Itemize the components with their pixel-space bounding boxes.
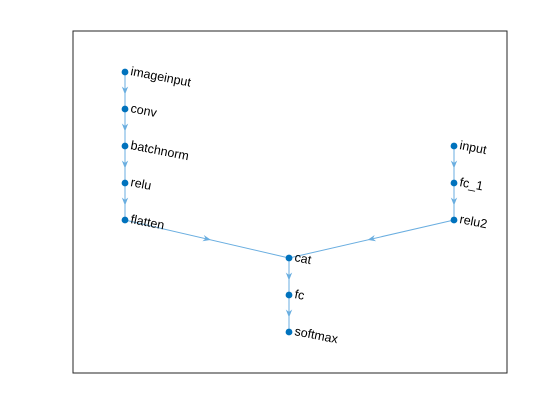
node-imageinput [121,68,129,76]
edge-arrow-conv-to-batchnorm [121,123,129,132]
node-input [450,142,458,150]
edge-arrow-batchnorm-to-relu [121,160,129,169]
node-label-fc: fc [293,287,305,303]
node-fc [285,291,293,299]
edge-arrow-cat-to-fc [285,272,293,281]
node-label-fc_1: fc_1 [458,175,484,193]
node-label-relu2: relu2 [458,212,488,231]
edge-arrow-fc-to-softmax [285,309,293,318]
edge-arrow-relu2-to-cat [367,234,377,242]
node-softmax [285,328,293,336]
axes-frame [72,30,508,374]
node-label-relu: relu [129,175,152,193]
edge-arrow-imageinput-to-conv [121,86,129,95]
node-flatten [121,216,129,224]
edges-layer [121,72,458,332]
node-relu2 [450,216,458,224]
edge-arrow-fc_1-to-relu2 [450,197,458,206]
nodes-layer [121,68,458,336]
edge-arrow-input-to-fc_1 [450,160,458,169]
node-conv [121,105,129,113]
edge-arrow-flatten-to-cat [202,234,211,242]
node-label-cat: cat [293,250,313,267]
edge-arrow-relu-to-flatten [121,197,129,206]
node-label-conv: conv [129,101,158,120]
node-fc_1 [450,179,458,187]
node-relu [121,179,129,187]
node-batchnorm [121,142,129,150]
node-cat [285,254,293,262]
node-label-input: input [458,138,488,157]
node-label-flatten: flatten [129,212,165,232]
